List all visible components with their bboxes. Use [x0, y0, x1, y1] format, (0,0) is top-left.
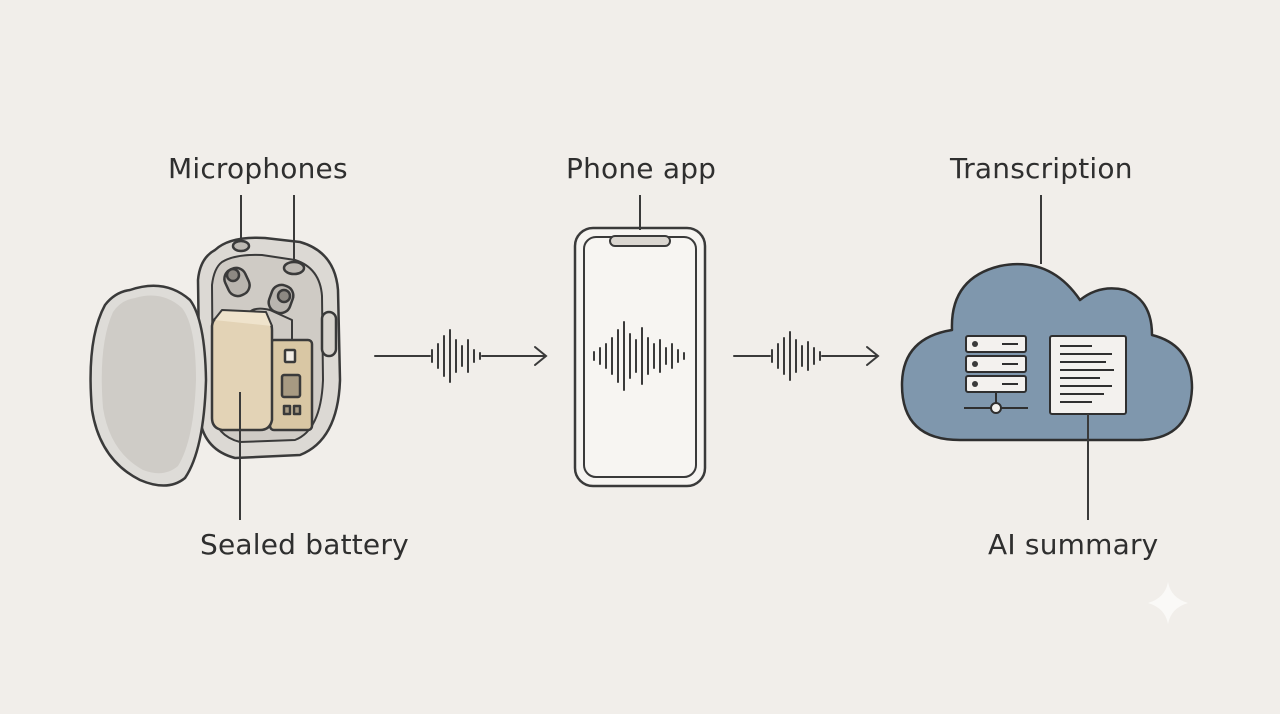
- phone-waveform: [593, 321, 685, 391]
- cloud-icon: [900, 262, 1194, 442]
- label-microphones: Microphones: [168, 152, 348, 185]
- connector: [283, 348, 297, 364]
- label-transcription: Transcription: [950, 152, 1133, 185]
- side-button: [320, 310, 338, 358]
- mic-capsule-left: [223, 266, 251, 298]
- mic-port-right: [282, 260, 306, 276]
- document-icon: [1049, 335, 1127, 415]
- chip: [280, 373, 302, 399]
- mic-capsule-right: [267, 283, 295, 315]
- phone-notch: [609, 235, 671, 247]
- smartphone-icon: [573, 226, 707, 488]
- label-ai-summary: AI summary: [988, 528, 1159, 561]
- audio-waveform-icon: [771, 331, 821, 381]
- battery-icon: [210, 316, 274, 432]
- label-sealed-battery: Sealed battery: [200, 528, 409, 561]
- arrow-2: [733, 331, 880, 381]
- recorder-device-icon: [89, 236, 342, 487]
- mic-port-left: [231, 239, 251, 253]
- audio-waveform-icon: [431, 329, 481, 383]
- label-phone-app: Phone app: [566, 152, 717, 185]
- arrow-right-icon: [534, 346, 548, 366]
- cloud-shape: [900, 262, 1194, 442]
- arrow-right-icon: [866, 346, 880, 366]
- battery-top-edge: [213, 309, 273, 327]
- server-icon: [964, 335, 1028, 414]
- arrow-1: [374, 329, 548, 383]
- sparkle-icon: [1148, 582, 1188, 624]
- chip-small-2: [292, 404, 302, 416]
- device-lid-inner: [101, 295, 196, 474]
- chip-small-1: [282, 404, 292, 416]
